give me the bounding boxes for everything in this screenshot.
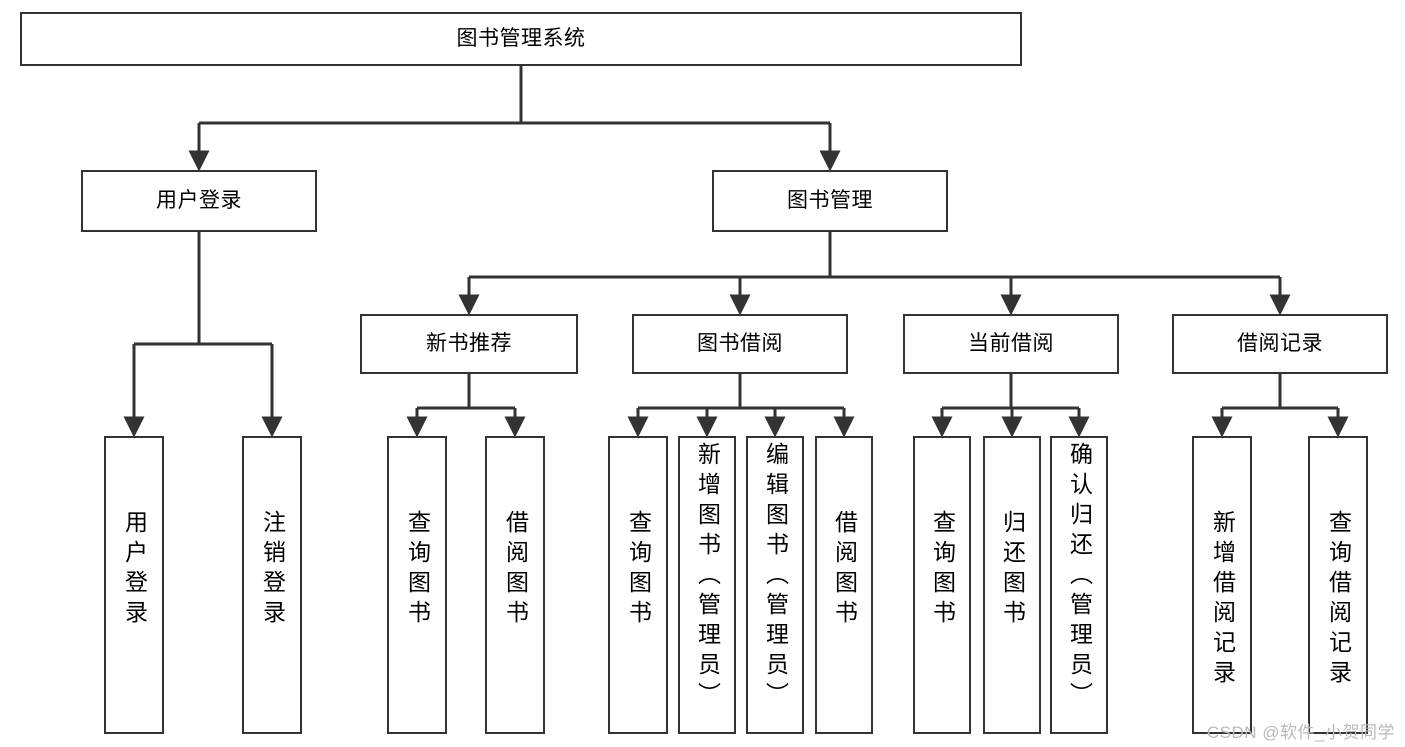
node-label: 新增借阅记录: [1209, 510, 1236, 690]
node-label: 查询图书: [404, 510, 431, 630]
node-label: 图书借阅: [697, 332, 783, 356]
node-label: 查询图书: [625, 510, 652, 630]
node-root[interactable]: 图书管理系统: [20, 12, 1022, 66]
node-label: 查询借阅记录: [1325, 510, 1352, 690]
node-label: 确认归还（管理员）: [1066, 442, 1093, 712]
node-label: 借阅图书: [502, 510, 529, 630]
watermark-text: CSDN @软件_小贺同学: [1206, 723, 1395, 742]
node-leaf-add-book[interactable]: 新增图书（管理员）: [678, 436, 736, 734]
node-label: 归还图书: [999, 510, 1026, 630]
node-label: 借阅记录: [1237, 332, 1323, 356]
node-label: 用户登录: [156, 189, 242, 213]
node-leaf-borrow-book-1[interactable]: 借阅图书: [485, 436, 545, 734]
node-label: 查询图书: [929, 510, 956, 630]
node-leaf-user-login[interactable]: 用户登录: [104, 436, 164, 734]
node-label: 新增图书（管理员）: [694, 442, 721, 712]
node-book-manage[interactable]: 图书管理: [712, 170, 948, 232]
node-user-login[interactable]: 用户登录: [81, 170, 317, 232]
node-book-borrow[interactable]: 图书借阅: [632, 314, 848, 374]
node-borrow-record[interactable]: 借阅记录: [1172, 314, 1388, 374]
node-leaf-query-book-2[interactable]: 查询图书: [608, 436, 668, 734]
node-label: 图书管理: [787, 189, 873, 213]
node-label: 借阅图书: [831, 510, 858, 630]
node-label: 图书管理系统: [456, 27, 586, 51]
node-leaf-add-record[interactable]: 新增借阅记录: [1192, 436, 1252, 734]
node-label: 用户登录: [121, 510, 148, 630]
node-leaf-query-record[interactable]: 查询借阅记录: [1308, 436, 1368, 734]
node-leaf-borrow-book-2[interactable]: 借阅图书: [815, 436, 873, 734]
node-label: 编辑图书（管理员）: [762, 442, 789, 712]
node-current-borrow[interactable]: 当前借阅: [903, 314, 1119, 374]
node-new-book-recommend[interactable]: 新书推荐: [360, 314, 578, 374]
node-leaf-return-book[interactable]: 归还图书: [983, 436, 1041, 734]
node-label: 注销登录: [259, 510, 286, 630]
node-label: 当前借阅: [968, 332, 1054, 356]
node-leaf-query-book-3[interactable]: 查询图书: [913, 436, 971, 734]
node-leaf-logout[interactable]: 注销登录: [242, 436, 302, 734]
node-label: 新书推荐: [426, 332, 512, 356]
node-leaf-edit-book[interactable]: 编辑图书（管理员）: [746, 436, 804, 734]
node-leaf-query-book-1[interactable]: 查询图书: [387, 436, 447, 734]
node-leaf-confirm-return[interactable]: 确认归还（管理员）: [1050, 436, 1108, 734]
